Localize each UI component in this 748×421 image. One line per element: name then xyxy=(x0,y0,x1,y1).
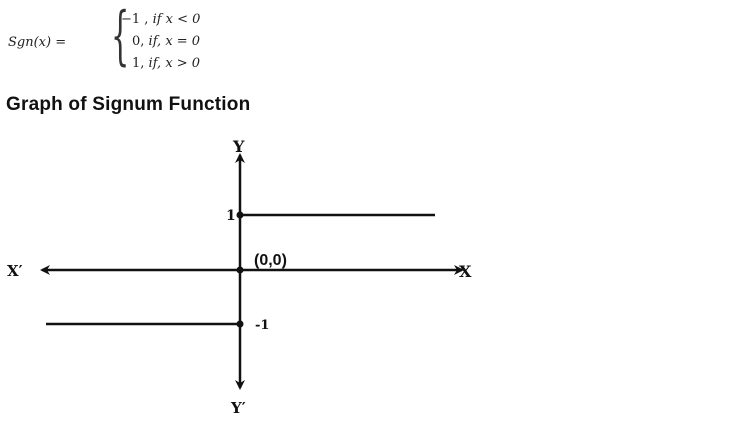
formula-lhs: Sgn(x) = xyxy=(8,35,67,50)
case-condition: if, x = 0 xyxy=(148,34,201,49)
origin-label: (0,0) xyxy=(254,252,287,269)
point-positive-one xyxy=(236,211,244,219)
formula-brace: { xyxy=(111,0,130,73)
case-value: −1 , xyxy=(121,12,149,27)
case-value: 1, xyxy=(132,56,145,71)
case-condition: if, x > 0 xyxy=(148,56,201,71)
tick-label-negative-one: -1 xyxy=(255,318,269,333)
y-axis-bottom-label: Y′ xyxy=(230,399,246,417)
signum-formula: Sgn(x) = { −1 , if x < 0 0, if, x = 0 1,… xyxy=(8,4,258,78)
case-value: 0, xyxy=(132,34,145,49)
x-axis-right-label: X xyxy=(459,262,472,281)
formula-case-negative: −1 , if x < 0 xyxy=(121,12,200,27)
graph-title: Graph of Signum Function xyxy=(6,94,251,115)
formula-case-positive: 1, if, x > 0 xyxy=(132,56,200,71)
y-axis-top-label: Y xyxy=(232,137,245,156)
point-origin xyxy=(236,266,244,274)
x-axis-left-label: X′ xyxy=(7,262,23,280)
point-negative-one xyxy=(236,320,244,328)
tick-label-one: 1 xyxy=(226,208,236,224)
formula-case-zero: 0, if, x = 0 xyxy=(132,34,200,49)
case-condition: if x < 0 xyxy=(152,12,201,27)
